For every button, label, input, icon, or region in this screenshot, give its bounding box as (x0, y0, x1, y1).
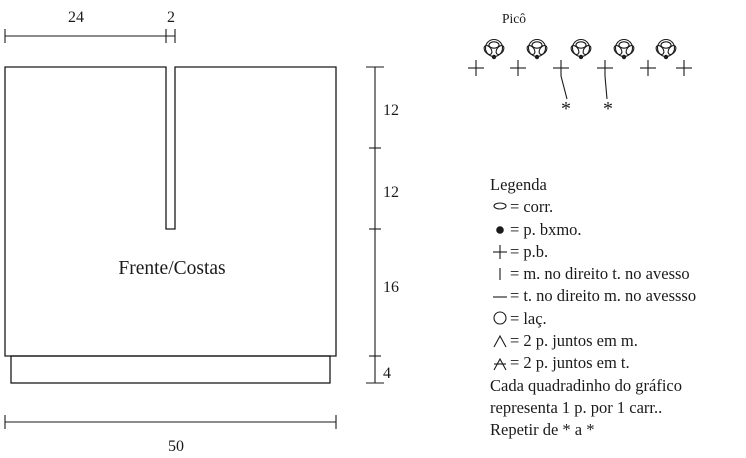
legend-note: Repetir de * a * (490, 420, 595, 440)
legend-item: = laç. (490, 308, 746, 330)
legend-item: = t. no direito m. no avessso (490, 285, 746, 307)
pico-cross-symbol (510, 60, 526, 76)
pico-cross-symbol (553, 60, 569, 76)
pico-cross-symbol (468, 60, 484, 76)
legend-item: = 2 p. juntos em m. (490, 330, 746, 352)
repeat-mark-end: * (603, 98, 613, 120)
panel-outline (4, 66, 337, 357)
legend-note: Cada quadradinho do gráfico (490, 375, 682, 395)
legend-title: Legenda (490, 175, 547, 194)
side-dimension: 12 12 16 4 (366, 66, 399, 384)
decrease-purl-icon (490, 355, 509, 373)
repeat-mark-start: * (561, 98, 571, 120)
dim-side-2: 12 (383, 184, 399, 201)
dim-side-3: 16 (383, 279, 399, 296)
cross-icon (490, 243, 509, 261)
dim-side-4: 4 (383, 365, 391, 382)
dim-side-1: 12 (383, 102, 399, 119)
legend: Legenda = corr. = p. bxmo. = p.b. = m. n… (490, 174, 746, 442)
pico-loop-symbol (655, 38, 677, 60)
dim-top-left: 24 (68, 9, 84, 26)
legend-note: representa 1 p. por 1 carr.. (490, 397, 663, 417)
top-dimension: 24 2 (4, 9, 176, 43)
legend-item: = p. bxmo. (490, 219, 746, 241)
vertical-bar-icon (490, 265, 509, 283)
dim-top-slit: 2 (167, 9, 175, 26)
bottom-dimension: 50 (4, 415, 337, 455)
pico-cross-symbol (640, 60, 656, 76)
circle-icon (490, 310, 509, 328)
legend-item: = m. no direito t. no avesso (490, 263, 746, 285)
panel-label: Frente/Costas (118, 258, 225, 279)
legend-item: = corr. (490, 196, 746, 218)
filled-dot-icon (490, 221, 509, 239)
legend-item: = p.b. (490, 241, 746, 263)
pico-loop-symbol (570, 38, 592, 60)
legend-item: = 2 p. juntos em t. (490, 352, 746, 374)
pico-loop-symbol (613, 38, 635, 60)
ribbing-band (10, 355, 331, 384)
dim-bottom-total: 50 (168, 438, 184, 455)
pico-chart: Picô * * (468, 11, 692, 120)
pico-loop-symbol (526, 38, 548, 60)
pico-loop-symbol (483, 38, 505, 60)
pico-title: Picô (502, 11, 526, 26)
horizontal-bar-icon (490, 288, 509, 306)
pico-cross-symbol (597, 60, 613, 76)
decrease-knit-icon (490, 332, 509, 350)
chain-oval-icon (490, 198, 509, 216)
pico-cross-symbol (676, 60, 692, 76)
